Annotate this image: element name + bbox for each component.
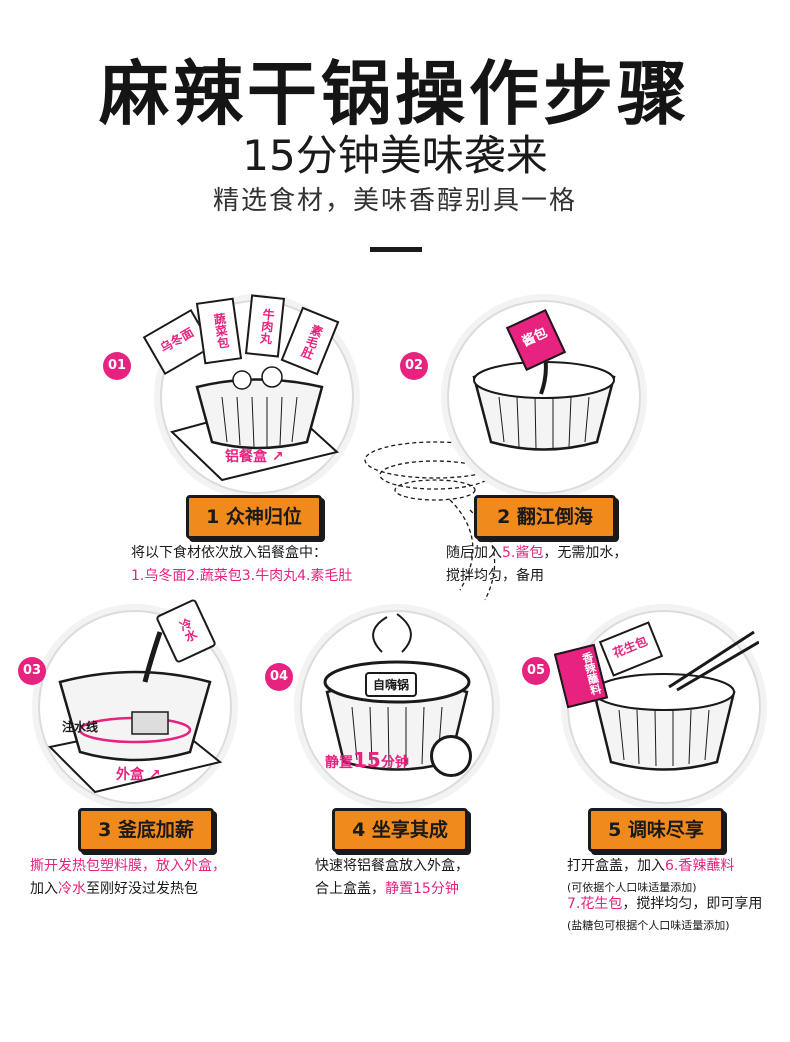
step-1-line-1: 将以下食材依次放入铝餐盒中： (131, 545, 327, 561)
page-subtitle: 15分钟美味袭来 (242, 131, 548, 180)
step-2-line-1: 随后加入5.酱包，无需加水， (446, 545, 628, 561)
bowl-icon (47, 631, 223, 794)
waterline-label: 注水线 (62, 720, 99, 734)
page-title: 麻辣干锅操作步骤 (99, 53, 691, 135)
bowl-icon (472, 351, 616, 451)
step-5-line-2: 7.花生包，搅拌均匀，即可享用 (567, 896, 763, 912)
step-3-label: 3 釜底加薪 (78, 808, 214, 852)
step-5-note-2: (盐糖包可根据个人口味适量添加) (567, 919, 730, 932)
timer-label: 静置15分钟 (325, 748, 409, 772)
page-tagline: 精选食材，美味香醇别具一格 (212, 186, 577, 216)
arrow-icon: ↗ (144, 767, 161, 783)
bowl-icon (323, 613, 471, 771)
step-5-illustration (567, 610, 761, 804)
bowl-icon (592, 630, 760, 771)
step-2-number: 02 (400, 352, 428, 380)
step-1-label: 1 众神归位 (186, 495, 322, 539)
arrow-icon: ↗ (267, 449, 284, 465)
step-2-line-2: 搅拌均匀，备用 (446, 568, 544, 584)
tag-outer-box: 外盒 ↗ (116, 767, 161, 783)
step-1-line-2: 1.乌冬面2.蔬菜包3.牛肉丸4.素毛肚 (131, 568, 353, 584)
step-5-note-1: (可依据个人口味适量添加) (567, 881, 697, 894)
step-4-line-2: 合上盒盖，静置15分钟 (315, 881, 459, 897)
step-1-number: 01 (103, 352, 131, 380)
clock-icon (430, 735, 472, 777)
step-3-line-1: 撕开发热包塑料膜，放入外盒， (30, 858, 226, 874)
step-4-label: 4 坐享其成 (332, 808, 468, 852)
step-4-number: 04 (265, 663, 293, 691)
step-5-number: 05 (522, 657, 550, 685)
bowl-icon (170, 366, 340, 482)
tag-aluminum-box: 铝餐盒 ↗ (225, 449, 284, 465)
step-3-line-2: 加入冷水至刚好没过发热包 (30, 881, 198, 897)
lid-brand-label: 自嗨锅 (365, 672, 418, 697)
header-divider (370, 247, 422, 252)
step-5-label: 5 调味尽享 (588, 808, 724, 852)
step-5-line-1: 打开盒盖，加入6.香辣蘸料 (567, 858, 735, 874)
step-2-label: 2 翻江倒海 (474, 495, 616, 539)
step-4-illustration (300, 610, 494, 804)
step-3-number: 03 (18, 657, 46, 685)
packet-beef-ball: 牛肉丸 (244, 294, 286, 358)
step-4-line-1: 快速将铝餐盒放入外盒， (315, 858, 469, 874)
